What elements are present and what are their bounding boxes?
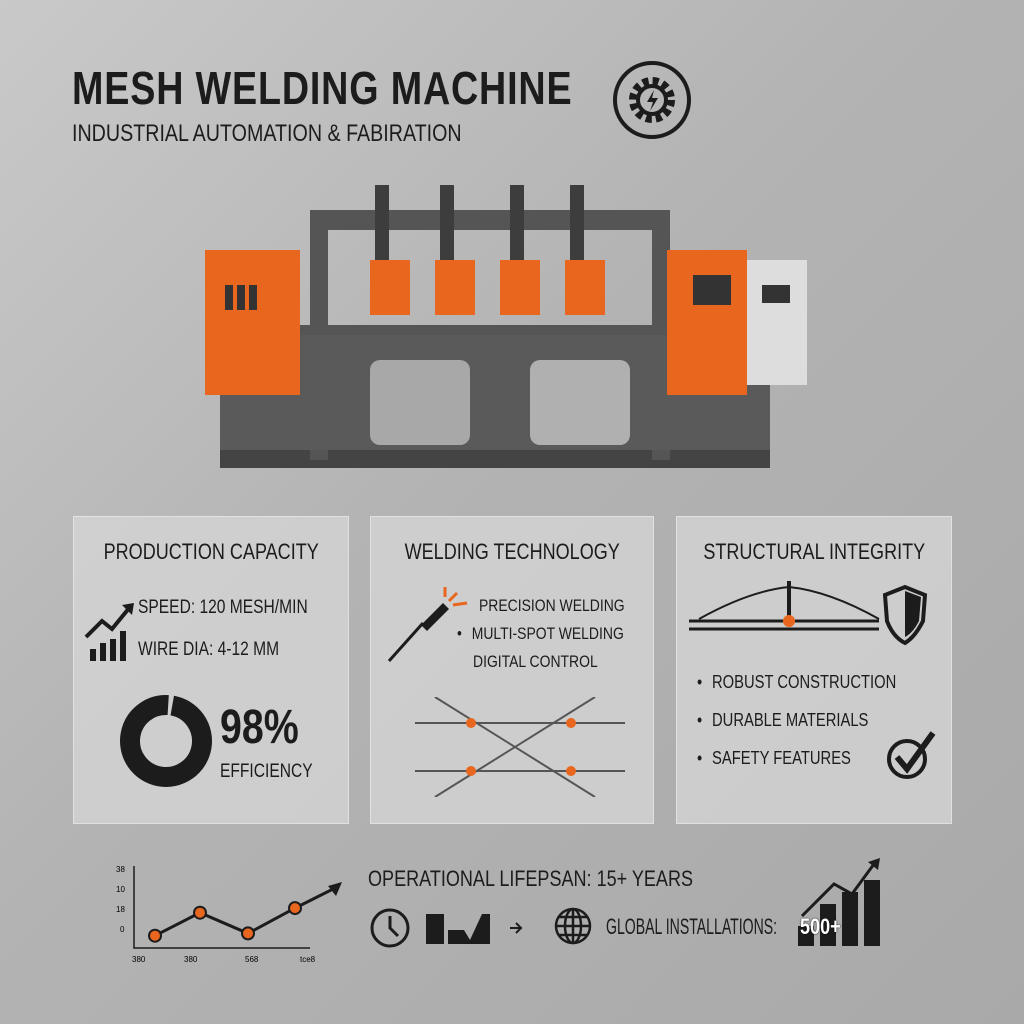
operational-lifespan: OPERATIONAL LIFEPSAN: 15+ YEARS xyxy=(368,866,694,891)
y-tick: 18 xyxy=(116,905,125,914)
check-circle-icon xyxy=(887,731,936,779)
trend-arrow xyxy=(328,882,342,896)
feature-precision-welding: PRECISION WELDING xyxy=(479,596,625,615)
panel-title: WELDING TECHNOLOGY xyxy=(404,539,620,564)
y-tick: 10 xyxy=(116,885,125,894)
x-tick: 380 xyxy=(132,955,146,964)
data-point xyxy=(241,926,255,941)
welding-torch-icon xyxy=(387,587,468,663)
mini-line-chart: 38 10 18 0 380 380 568 tce8 xyxy=(116,865,342,964)
efficiency-value: 98% xyxy=(220,701,299,754)
global-installations-label: GLOBAL INSTALLATIONS: xyxy=(606,914,778,939)
clock-icon xyxy=(370,908,410,948)
data-point xyxy=(288,901,302,916)
gear-lightning-icon xyxy=(613,61,691,139)
chart-axes xyxy=(133,866,310,949)
data-point xyxy=(148,928,162,943)
welding-technology-panel: WELDING TECHNOLOGY PRECISION WELDING MUL… xyxy=(370,516,654,824)
panel-title: STRUCTURAL INTEGRITY xyxy=(703,539,925,564)
lifespan-icons xyxy=(370,908,523,948)
weld-mesh-diagram xyxy=(415,697,625,797)
globe-icon xyxy=(554,907,592,945)
data-point xyxy=(193,905,207,920)
bridge-shield-icon xyxy=(689,581,928,646)
feature-durable-materials: DURABLE MATERIALS xyxy=(697,709,868,731)
x-tick: 380 xyxy=(184,955,198,964)
page-subtitle: INDUSTRIAL AUTOMATION & FABIRATION xyxy=(72,120,462,147)
wire-diameter-spec: WIRE DIA: 4-12 MM xyxy=(138,639,280,660)
global-installations-value: 500+ xyxy=(800,914,841,939)
growth-chart-icon xyxy=(84,603,134,661)
efficiency-label: EFFICIENCY xyxy=(220,761,313,782)
y-tick: 0 xyxy=(120,925,125,934)
x-tick: tce8 xyxy=(300,955,316,964)
arrow-right-icon xyxy=(510,922,523,934)
growth-bars-icon xyxy=(798,858,880,946)
structural-integrity-panel: STRUCTURAL INTEGRITY ROBUST CONSTRUCTION… xyxy=(676,516,952,824)
feature-digital-control: DIGITAL CONTROL xyxy=(473,652,598,671)
speed-spec: SPEED: 120 MESH/MIN xyxy=(138,597,308,618)
x-tick: 568 xyxy=(245,955,259,964)
page-title: MESH WELDING MACHINE xyxy=(72,62,573,114)
production-capacity-panel: PRODUCTION CAPACITY SPEED: 120 MESH/MIN … xyxy=(73,516,349,824)
panel-title: PRODUCTION CAPACITY xyxy=(103,539,319,564)
feature-robust-construction: ROBUST CONSTRUCTION xyxy=(697,671,896,693)
feature-multi-spot-welding: MULTI-SPOT WELDING xyxy=(457,623,624,645)
mesh-welding-machine-image xyxy=(205,185,807,468)
feature-safety-features: SAFETY FEATURES xyxy=(697,747,851,769)
efficiency-donut xyxy=(120,695,212,787)
y-tick: 38 xyxy=(116,865,125,874)
